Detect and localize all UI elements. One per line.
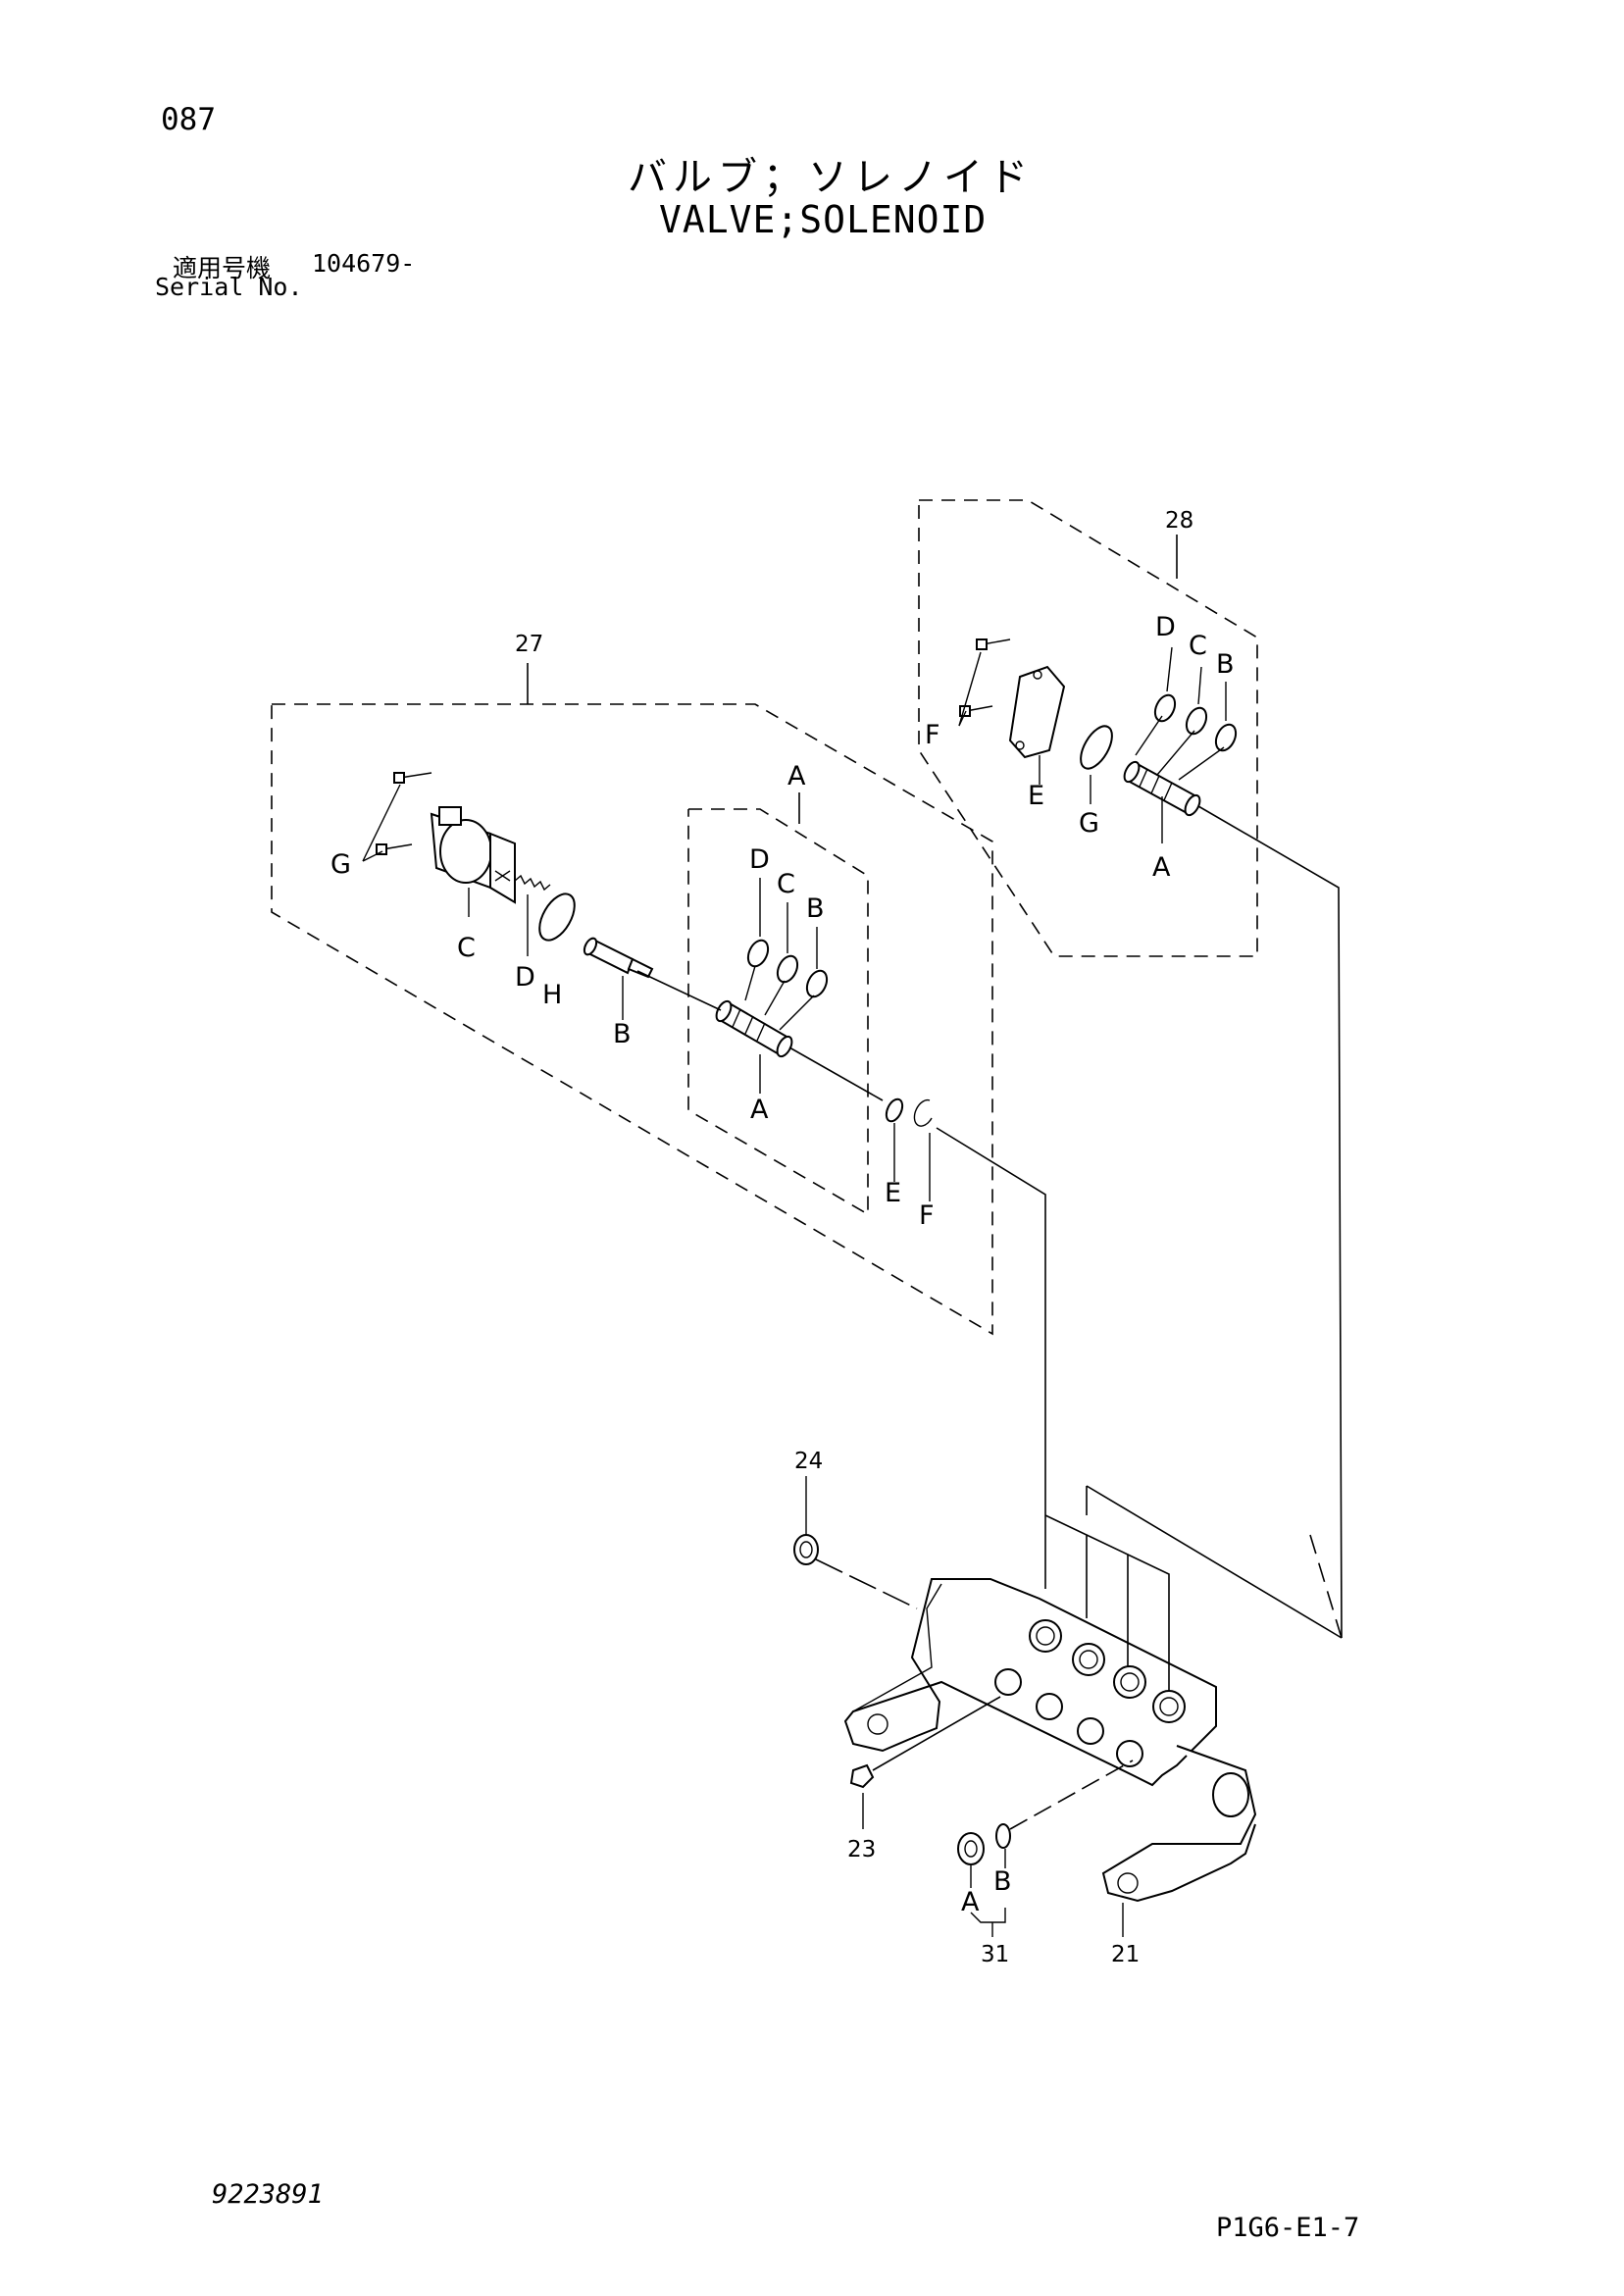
seals-27 bbox=[744, 878, 829, 1031]
callout-h-27: H bbox=[542, 980, 562, 1010]
callout-a-27-sub: A bbox=[787, 761, 806, 791]
callout-a-28: A bbox=[1152, 852, 1171, 883]
plug-assembly-31 bbox=[957, 1760, 1134, 1937]
callout-31: 31 bbox=[981, 1942, 1009, 1967]
screw-g-27 bbox=[362, 772, 432, 862]
callout-b-28: B bbox=[1216, 649, 1235, 680]
plug-23 bbox=[849, 1696, 1001, 1829]
serial-label-english: Serial No. bbox=[155, 273, 303, 301]
page-code: P1G6-E1-7 bbox=[1216, 2213, 1360, 2243]
o-ring-f-27 bbox=[913, 1098, 933, 1201]
page-number: 087 bbox=[161, 102, 216, 137]
callout-c-27: C bbox=[457, 933, 476, 963]
callout-d-27: D bbox=[515, 962, 535, 993]
callout-b-27-sub: B bbox=[806, 893, 825, 924]
callout-g-28: G bbox=[1079, 808, 1099, 839]
cover-plate-e-28 bbox=[1008, 665, 1066, 785]
callout-21: 21 bbox=[1111, 1942, 1140, 1967]
callout-e-27: E bbox=[885, 1178, 901, 1208]
screw-f-28 bbox=[958, 638, 1011, 727]
callout-g-27: G bbox=[330, 849, 351, 880]
serial-number-value: 104679- bbox=[312, 249, 416, 278]
body-port-leaders bbox=[1044, 1485, 1343, 1692]
spool-a-27 bbox=[715, 999, 793, 1094]
callout-a-27-spool: A bbox=[750, 1095, 769, 1125]
solenoid-coil-c-27 bbox=[430, 806, 516, 917]
leader-28-to-body bbox=[1197, 805, 1343, 1639]
title-english: VALVE;SOLENOID bbox=[659, 198, 988, 241]
valve-body-21 bbox=[843, 1578, 1257, 1937]
poppet-b-27 bbox=[583, 937, 654, 1020]
callout-27: 27 bbox=[515, 632, 543, 657]
callout-24: 24 bbox=[794, 1449, 823, 1474]
o-ring-h-27 bbox=[538, 893, 576, 942]
seals-28 bbox=[1135, 646, 1238, 781]
spool-a-28 bbox=[1123, 760, 1201, 843]
callout-f-27: F bbox=[919, 1200, 935, 1231]
callout-a-31: A bbox=[961, 1887, 980, 1917]
serial-label-japanese: 適用号機 bbox=[173, 254, 272, 282]
plug-24 bbox=[793, 1476, 918, 1609]
callout-28: 28 bbox=[1165, 508, 1193, 534]
assembly-28-box bbox=[918, 499, 1258, 957]
callout-c-27-sub: C bbox=[777, 869, 795, 899]
assembly-27-axis bbox=[636, 970, 884, 1101]
sub-assembly-a-27-box bbox=[687, 792, 869, 1216]
title-japanese: バルブ；ソレノイド bbox=[628, 155, 1034, 200]
leader-27-to-body bbox=[936, 1127, 1046, 1589]
backup-ring-e-27 bbox=[885, 1097, 904, 1182]
callout-b-27: B bbox=[613, 1019, 632, 1049]
callout-23: 23 bbox=[847, 1837, 876, 1862]
callout-e-28: E bbox=[1028, 781, 1044, 811]
spring-d-27 bbox=[514, 874, 551, 956]
drawing-number: 9223891 bbox=[212, 2179, 324, 2210]
callout-d-27-sub: D bbox=[749, 844, 770, 875]
o-ring-g-28 bbox=[1080, 725, 1113, 804]
callout-b-31: B bbox=[993, 1866, 1012, 1897]
callout-c-28: C bbox=[1189, 631, 1207, 661]
assembly-27-box bbox=[271, 663, 993, 1336]
callout-f-28: F bbox=[925, 720, 940, 750]
callout-d-28: D bbox=[1155, 612, 1176, 642]
